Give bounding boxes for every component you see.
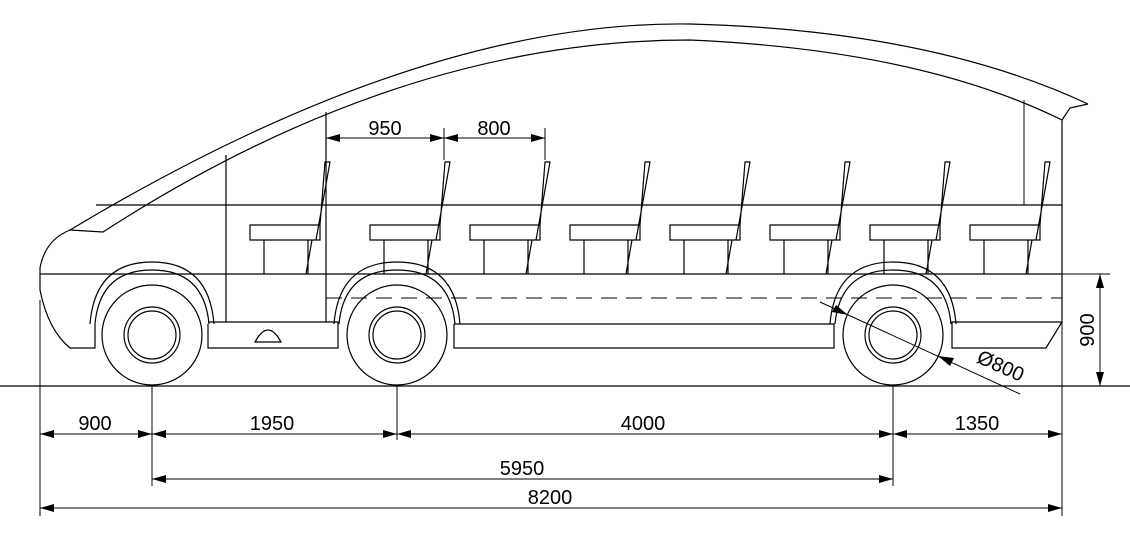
dim-label-900: 900: [78, 413, 111, 435]
seat: [569, 161, 651, 275]
seat: [669, 161, 751, 275]
seat: [369, 161, 451, 275]
dim-label-5950: 5950: [500, 458, 545, 480]
dim-overall-length: 8200: [40, 487, 1062, 512]
dim-floor-height: 900: [1077, 274, 1104, 386]
front-wheel: [89, 261, 215, 386]
dim-seat-spacing: 950 800: [326, 118, 545, 142]
seat: [969, 161, 1051, 275]
seat: [869, 161, 951, 275]
dim-label-1950: 1950: [250, 413, 295, 435]
extension-lines: [39, 128, 1110, 516]
dim-label-1350: 1350: [955, 413, 1000, 435]
dim-wheelbase: 5950: [152, 458, 893, 483]
seat-row: [249, 161, 1051, 275]
middle-wheel: [333, 261, 461, 386]
dim-label-height-900: 900: [1077, 313, 1099, 346]
dim-label-8200: 8200: [528, 487, 573, 509]
dim-label-4000: 4000: [621, 413, 666, 435]
seat: [469, 161, 551, 275]
dim-label-diameter: Ø800: [974, 347, 1028, 387]
seat: [769, 161, 851, 275]
roof-canopy: [39, 23, 1089, 320]
seat: [249, 161, 331, 275]
rear-wheel: [829, 261, 957, 386]
dim-label-800: 800: [477, 118, 510, 140]
dim-label-950: 950: [368, 118, 401, 140]
dim-axle-row: 900 1950 4000 1350: [40, 413, 1062, 438]
bus-body: [39, 112, 1064, 349]
